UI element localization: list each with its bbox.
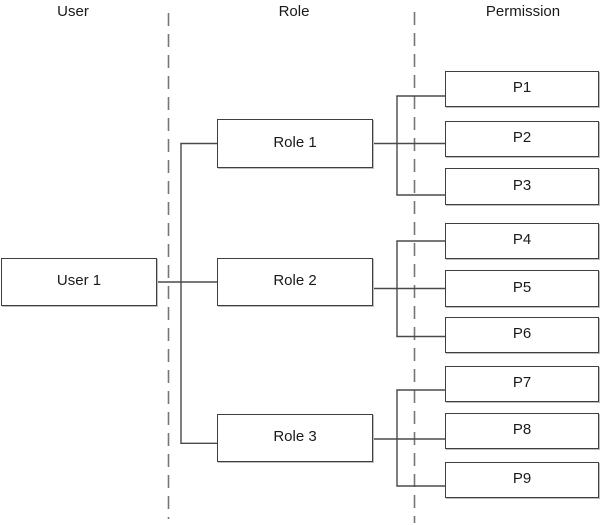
node-p7: P7: [445, 366, 599, 402]
edges-role2-to-permissions: [370, 240, 448, 338]
edges-role3-to-permissions: [370, 389, 448, 487]
node-p1: P1: [445, 71, 599, 107]
column-header-user: User: [57, 3, 89, 20]
node-role1: Role 1: [217, 119, 373, 168]
node-role2: Role 2: [217, 258, 373, 306]
node-p5: P5: [445, 270, 599, 307]
node-p8: P8: [445, 413, 599, 449]
node-p3: P3: [445, 168, 599, 205]
edges-role1-to-permissions: [370, 95, 448, 196]
column-header-permission: Permission: [485, 3, 561, 20]
node-p9: P9: [445, 462, 599, 498]
node-user1: User 1: [1, 258, 157, 306]
edges-user1-to-roles: [157, 142, 220, 444]
node-p4: P4: [445, 223, 599, 259]
node-role3: Role 3: [217, 414, 373, 462]
column-header-role: Role: [278, 3, 310, 20]
node-p2: P2: [445, 121, 599, 157]
node-p6: P6: [445, 317, 599, 353]
